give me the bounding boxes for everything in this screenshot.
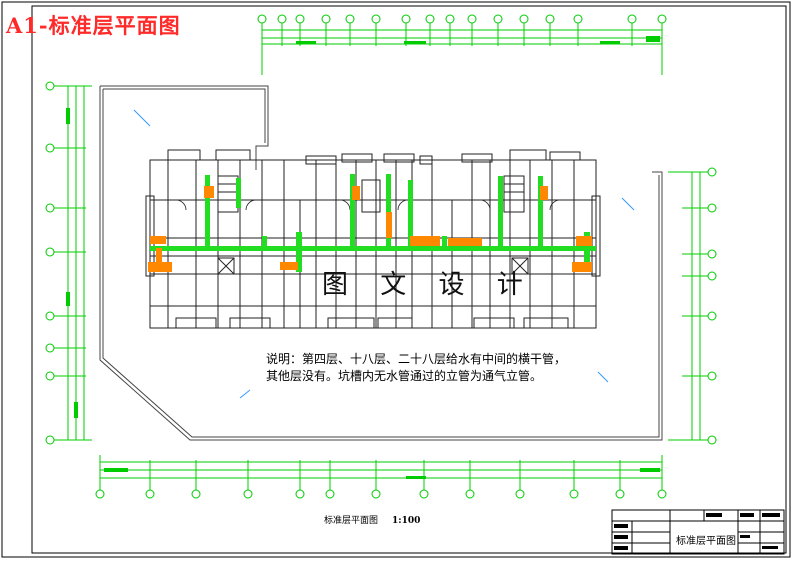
left-dimension-ticks <box>66 108 78 418</box>
building-walls <box>145 159 601 329</box>
note-line-2: 其他层没有。坑槽内无水管通过的立管为通气立管。 <box>266 369 543 383</box>
titleblock-drawing-name: 标准层平面图 <box>676 536 736 547</box>
orange-pipes <box>148 186 592 272</box>
right-dimension-lines <box>668 171 708 441</box>
stairwells <box>217 175 529 275</box>
top-dimension-lines <box>261 22 663 75</box>
top-dimension-ticks <box>296 36 660 44</box>
scale-text: 1:100 <box>392 516 421 526</box>
watermark-text: 图 文 设 计 <box>322 270 535 300</box>
balconies <box>167 149 581 329</box>
plan-caption: 标准层平面图 1:100 <box>324 513 420 526</box>
bottom-axis-bubbles <box>95 489 667 499</box>
note-line-1: 说明：第四层、十八层、二十八层给水有中间的横干管， <box>266 352 567 366</box>
bottom-dimension-lines <box>99 455 663 490</box>
caption-text: 标准层平面图 <box>324 516 379 526</box>
left-axis-bubbles <box>45 81 55 445</box>
top-axis-bubbles <box>257 14 667 24</box>
bottom-dimension-ticks <box>104 468 660 479</box>
right-axis-bubbles <box>707 167 717 445</box>
door-swings <box>175 199 561 211</box>
site-outline <box>99 85 663 441</box>
drawing-title: A1-标准层平面图 <box>6 13 181 38</box>
left-dimension-lines <box>54 85 92 441</box>
dimension-callouts <box>133 109 635 399</box>
inner-frame <box>31 5 787 554</box>
green-pipes <box>150 174 596 272</box>
design-note: 说明：第四层、十八层、二十八层给水有中间的横干管， 其他层没有。坑槽内无水管通过… <box>266 351 626 385</box>
